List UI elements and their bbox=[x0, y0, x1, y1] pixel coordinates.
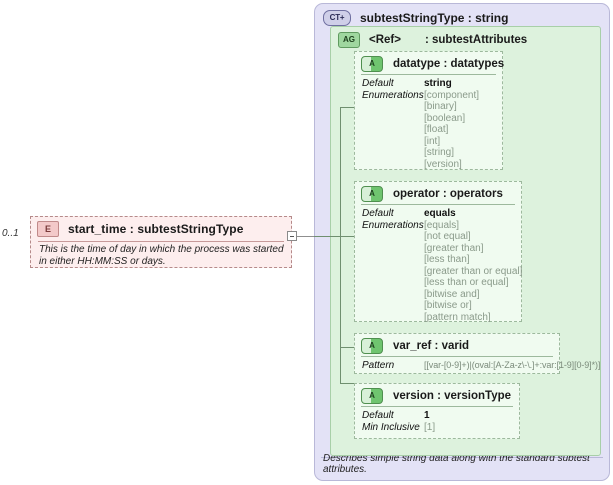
element-header: E start_time : subtestStringType bbox=[31, 217, 291, 241]
attribute-datatype[interactable]: A datatype : datatypes Default string En… bbox=[354, 51, 504, 170]
enumeration-item: [greater than] bbox=[424, 242, 484, 254]
attribute-var-ref-divider bbox=[361, 356, 553, 357]
attribute-version[interactable]: A version : versionType Default 1 Min In… bbox=[354, 383, 520, 439]
tree-line-branch-version bbox=[340, 383, 354, 384]
enumerations-label: Enumerations bbox=[362, 89, 424, 101]
enumerations-label: Enumerations bbox=[362, 219, 424, 231]
attribute-group-ref: <Ref> bbox=[369, 34, 401, 46]
enumeration-item: [int] bbox=[424, 135, 441, 147]
enumeration-item: [pattern match] bbox=[424, 311, 491, 323]
attribute-group-icon: AG bbox=[338, 32, 360, 48]
enumeration-item: [string] bbox=[424, 147, 455, 158]
attribute-group-name: : subtestAttributes bbox=[424, 34, 528, 46]
attribute-icon: A bbox=[361, 388, 383, 404]
enumeration-item: [greater than or equal] bbox=[424, 265, 523, 277]
attribute-icon: A bbox=[361, 56, 383, 72]
complex-type-footer-divider bbox=[321, 457, 603, 458]
enumeration-item: [less than or equal] bbox=[424, 277, 509, 288]
row-pattern: Pattern [[var-[0-9]+)|(oval:[A-Za-z\-\.]… bbox=[362, 360, 600, 372]
default-label: Default bbox=[362, 410, 394, 421]
attribute-var-ref-header: A var_ref : varid bbox=[361, 338, 469, 354]
default-value: string bbox=[424, 78, 452, 89]
default-label: Default bbox=[362, 78, 394, 89]
attribute-version-header: A version : versionType bbox=[361, 388, 511, 404]
element-documentation: This is the time of day in which the pro… bbox=[39, 244, 284, 267]
enumeration-item: [less than] bbox=[424, 254, 470, 265]
min-inclusive-value: [1] bbox=[424, 421, 436, 433]
attribute-datatype-rows: Default string Enumerations [component] … bbox=[362, 78, 498, 170]
element-icon: E bbox=[37, 221, 59, 237]
attribute-operator[interactable]: A operator : operators Default equals En… bbox=[354, 181, 523, 323]
tree-line-branch-operator bbox=[340, 236, 354, 237]
attribute-version-divider bbox=[361, 406, 513, 407]
attribute-datatype-title: datatype : datatypes bbox=[393, 58, 505, 70]
attribute-operator-title: operator : operators bbox=[393, 188, 503, 200]
attribute-version-title: version : versionType bbox=[393, 390, 512, 402]
enumeration-item: [boolean] bbox=[424, 112, 466, 124]
row-default: Default string bbox=[362, 78, 498, 90]
attribute-icon: A bbox=[361, 338, 383, 354]
enumeration-item: [equals] bbox=[424, 219, 460, 231]
tree-line-stub-left bbox=[314, 236, 340, 237]
row-min-inclusive: Min Inclusive [1] bbox=[362, 422, 515, 434]
enumeration-item: [not equal] bbox=[424, 231, 471, 242]
attribute-var-ref-title: var_ref : varid bbox=[393, 340, 470, 352]
attribute-version-rows: Default 1 Min Inclusive [1] bbox=[362, 410, 515, 433]
collapse-toggle-icon[interactable] bbox=[287, 231, 297, 241]
row-default: Default 1 bbox=[362, 410, 515, 422]
enumeration-item: [bitwise or] bbox=[424, 300, 472, 311]
attribute-icon: A bbox=[361, 186, 383, 202]
pattern-value: [[var-[0-9]+)|(oval:[A-Za-z\-\.]+:var:[1… bbox=[424, 360, 601, 370]
row-enumerations: Enumerations [equals] bbox=[362, 220, 517, 232]
enumeration-item: [float] bbox=[424, 124, 449, 135]
tree-line-vertical-main bbox=[340, 107, 341, 383]
row-enumerations: Enumerations [component] bbox=[362, 90, 498, 102]
default-value: equals bbox=[424, 208, 456, 219]
occurrence-indicator: 0..1 bbox=[2, 228, 19, 239]
attribute-var-ref[interactable]: A var_ref : varid Pattern [[var-[0-9]+)|… bbox=[354, 333, 600, 374]
default-value: 1 bbox=[424, 410, 430, 421]
default-label: Default bbox=[362, 208, 394, 219]
row-default: Default equals bbox=[362, 208, 517, 220]
attribute-datatype-divider bbox=[361, 74, 496, 75]
element-start-time[interactable]: E start_time : subtestStringType This is… bbox=[30, 216, 292, 268]
enumeration-item: [version] bbox=[424, 158, 462, 170]
enumeration-item: [component] bbox=[424, 89, 480, 101]
tree-line-branch-varref bbox=[340, 347, 354, 348]
enumeration-item: [bitwise and] bbox=[424, 288, 480, 300]
min-inclusive-label: Min Inclusive bbox=[362, 421, 420, 433]
attribute-datatype-header: A datatype : datatypes bbox=[361, 56, 504, 72]
attribute-group-header: AG <Ref> : subtestAttributes bbox=[338, 32, 527, 48]
attribute-operator-header: A operator : operators bbox=[361, 186, 503, 202]
element-title: start_time : subtestStringType bbox=[68, 222, 244, 236]
attribute-var-ref-rows: Pattern [[var-[0-9]+)|(oval:[A-Za-z\-\.]… bbox=[362, 360, 600, 372]
element-divider bbox=[38, 241, 284, 242]
enumeration-item: [binary] bbox=[424, 101, 457, 112]
pattern-label: Pattern bbox=[362, 360, 395, 371]
complex-type-annotation: Describes simple string data along with … bbox=[323, 453, 590, 475]
attribute-operator-divider bbox=[361, 204, 515, 205]
complex-type-title: subtestStringType : string bbox=[360, 11, 509, 25]
tree-line-branch-datatype bbox=[340, 107, 354, 108]
complex-type-header: CT+ subtestStringType : string bbox=[323, 10, 508, 26]
attribute-operator-rows: Default equals Enumerations [equals] [no… bbox=[362, 208, 523, 323]
complex-type-icon: CT+ bbox=[323, 10, 351, 26]
